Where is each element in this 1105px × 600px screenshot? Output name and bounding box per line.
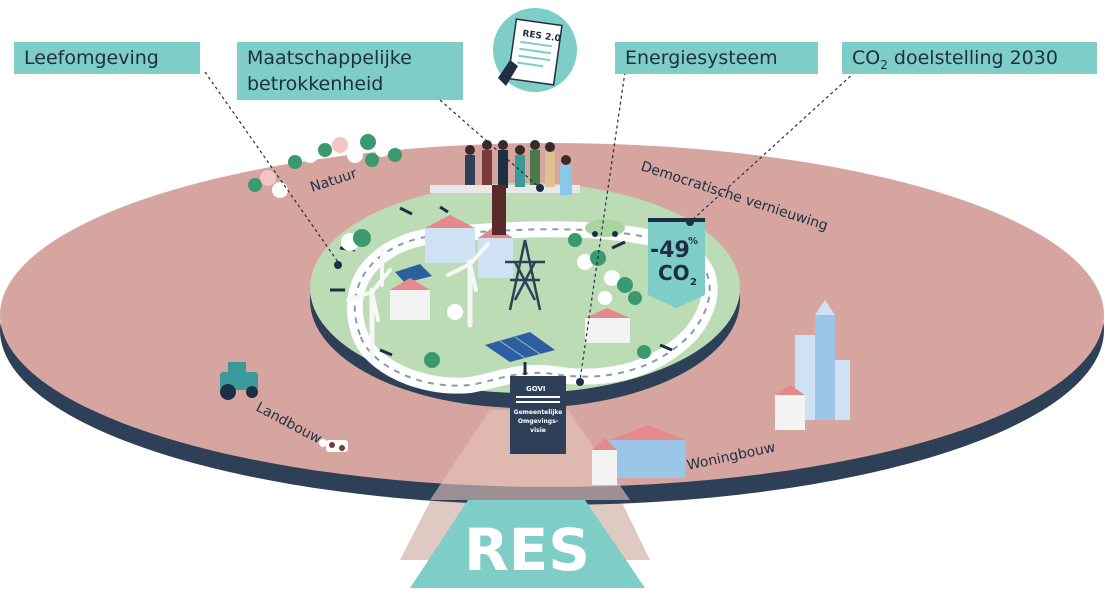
target-value: -49 [650, 238, 690, 263]
label-co2-sub: 2 [880, 57, 888, 72]
label-co2-doelstelling: CO2 doelstelling 2030 [842, 42, 1097, 74]
document-icon [493, 8, 577, 92]
target-unit: % [688, 236, 698, 247]
label-co2-prefix: CO [852, 47, 881, 69]
natuur-trees [248, 134, 402, 198]
woningbouw-buildings [592, 300, 850, 485]
target-gas-sub: 2 [690, 277, 697, 288]
target-gas: CO [658, 261, 690, 285]
tractor-icon [220, 362, 258, 400]
people-group [430, 140, 580, 235]
electric-car [585, 219, 625, 237]
leader-dots [334, 184, 694, 386]
wind-turbines [346, 242, 490, 363]
res-label: RES [464, 516, 590, 584]
label-maatschappelijke-line2: betrokkenheid [247, 73, 384, 95]
label-energiesysteem-text: Energiesysteem [625, 47, 778, 69]
govi-book-icon [510, 376, 566, 454]
label-co2-suffix: doelstelling 2030 [887, 47, 1058, 69]
res-base [410, 500, 645, 588]
inner-buildings [390, 215, 630, 343]
govi-title: GOVI [526, 385, 546, 393]
label-maatschappelijke-line1: Maatschappelijke [247, 47, 412, 69]
label-leefomgeving-text: Leefomgeving [24, 47, 159, 69]
cow-icon [319, 439, 348, 452]
label-leefomgeving: Leefomgeving [14, 42, 200, 74]
solar-panels [395, 264, 555, 362]
govi-line1: Gemeentelijke [514, 409, 563, 416]
leader-lines [204, 71, 856, 381]
spotlight-beam-upper [430, 410, 630, 500]
govi-line2: Omgevings- [518, 418, 559, 425]
label-maatschappelijke: Maatschappelijke betrokkenheid [237, 42, 463, 100]
govi-line3: visie [530, 427, 546, 434]
label-energiesysteem: Energiesysteem [615, 42, 818, 74]
electricity-pylon [505, 239, 545, 311]
